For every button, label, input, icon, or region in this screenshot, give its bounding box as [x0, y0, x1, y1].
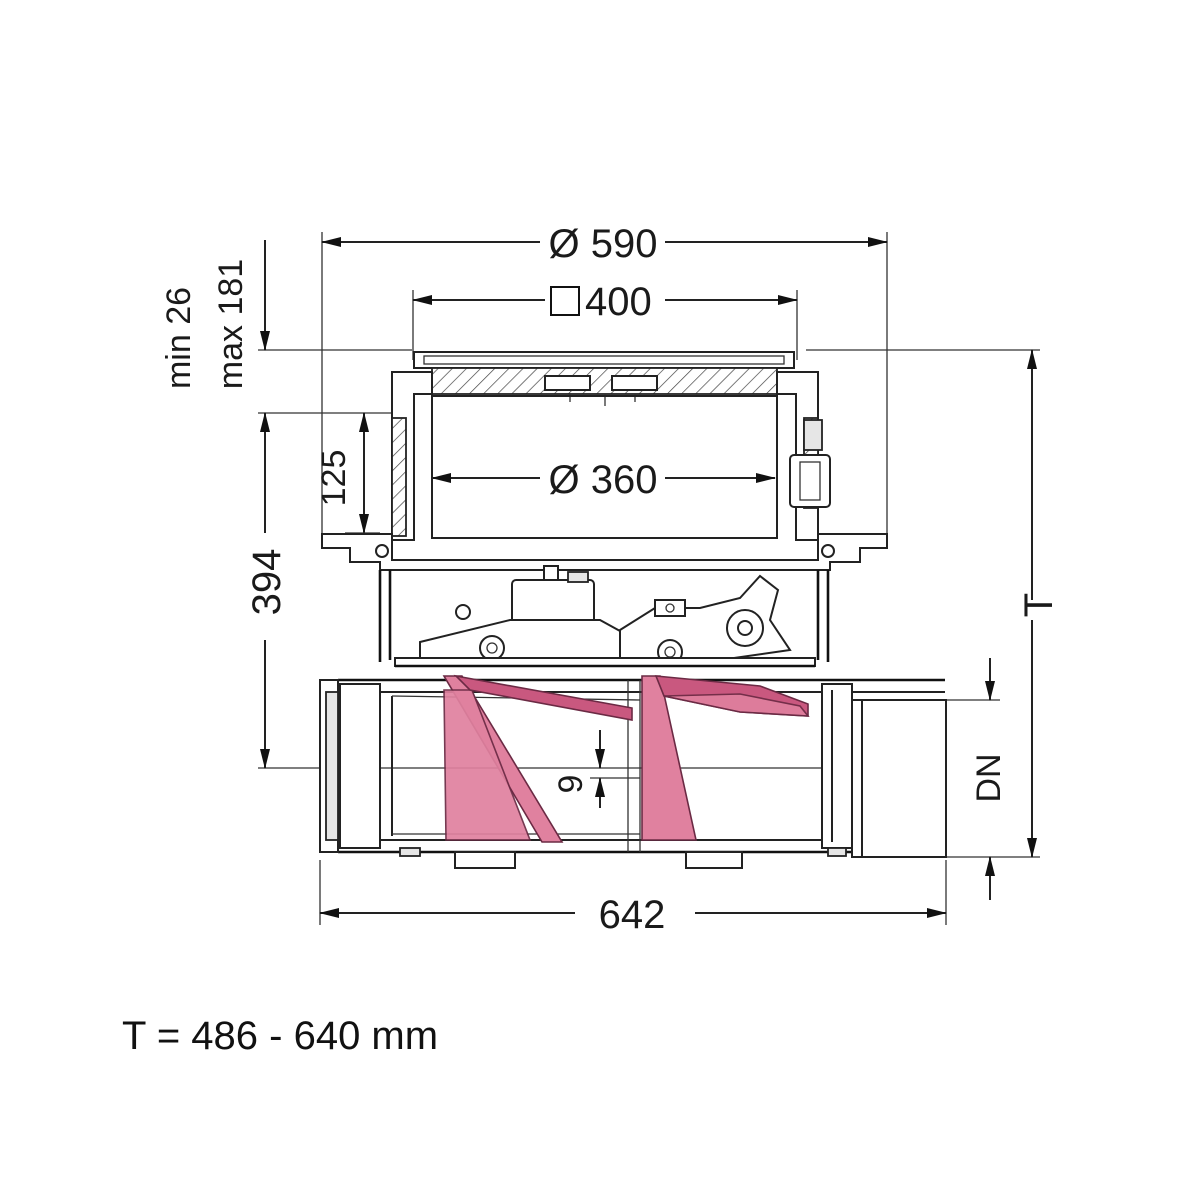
label-body-height: 394 [245, 549, 289, 616]
square-symbol-icon [550, 286, 580, 316]
label-min-height: min 26 [160, 287, 198, 389]
label-max-height: max 181 [212, 259, 250, 389]
label-depth: T [1017, 593, 1061, 617]
actuator-mechanism [394, 565, 816, 668]
label-outer-diameter: Ø 590 [549, 222, 658, 266]
pipe-body [319, 678, 947, 869]
backflow-flaps [442, 674, 810, 843]
shaft-frame [321, 351, 888, 662]
label-nominal-diameter: DN [970, 753, 1008, 802]
depth-formula: T = 486 - 640 mm [122, 1014, 439, 1058]
label-frame-height: 125 [315, 450, 353, 507]
label-square-opening: 400 [550, 280, 652, 324]
svg-text:400: 400 [585, 280, 652, 324]
dimension-labels: Ø 590 400 Ø 360 min 26 max 181 125 394 9… [160, 222, 1061, 937]
label-inner-diameter: Ø 360 [549, 458, 658, 502]
label-flap-offset: 9 [552, 775, 590, 794]
label-total-length: 642 [599, 893, 666, 937]
